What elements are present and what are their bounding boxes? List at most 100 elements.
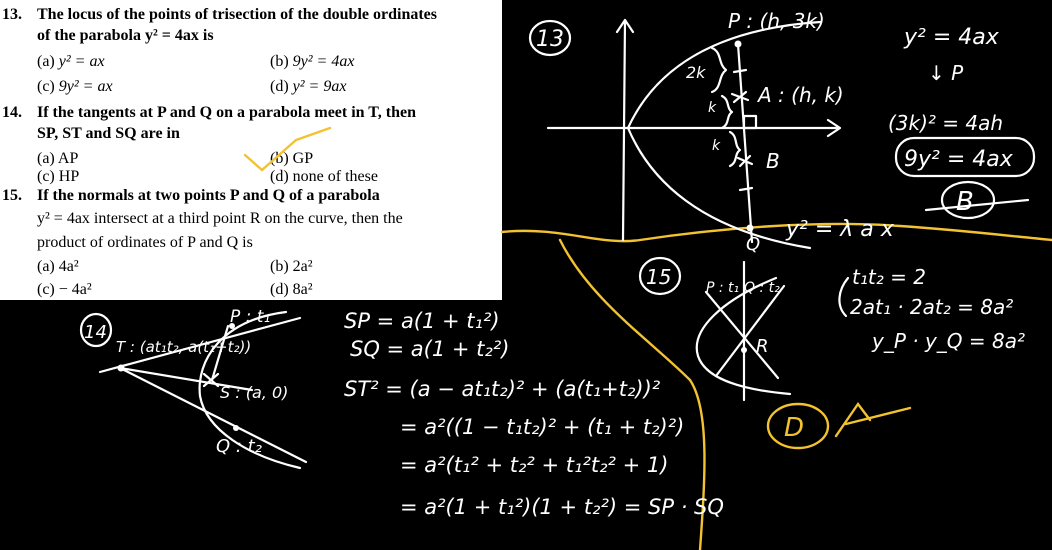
option-text: AP — [57, 150, 79, 167]
option-key: (a) — [37, 150, 55, 167]
option-key: (d) — [270, 78, 289, 95]
q13-seg-k1: k — [708, 100, 717, 116]
q14-point-q-dot — [233, 425, 239, 431]
option-key: (a) — [37, 53, 55, 70]
q14-work-line5: = a²(t₁² + t₂² + t₁²t₂² + 1) — [400, 453, 668, 477]
question-panel: 13. The locus of the points of trisectio… — [0, 0, 502, 300]
q14-point-t-label: T : (at₁t₂, a(t₁+t₂)) — [116, 338, 251, 356]
q14-focus-mark — [202, 372, 220, 388]
q13-option-d: (d) y² = 9ax — [270, 78, 346, 96]
answer-check-mark — [243, 126, 332, 172]
q15-label-circle — [638, 256, 682, 296]
q14-tangent-p — [98, 316, 302, 374]
option-text: 8a² — [292, 281, 313, 298]
q13-y-axis — [615, 18, 635, 242]
q13-right-angle-mark — [742, 114, 758, 130]
q13-seg-k2: k — [712, 138, 721, 154]
q15-normal-p — [704, 290, 780, 380]
q14-work-line6: = a²(1 + t₁²)(1 + t₂²) = SP · SQ — [400, 495, 724, 519]
option-key: (c) — [37, 281, 55, 298]
q15-number: 15. — [2, 187, 22, 204]
q13-result-box — [894, 136, 1036, 178]
q14-option-d: (d) none of these — [270, 168, 378, 186]
q15-label: 15 — [646, 265, 671, 289]
q15-option-a: (a) 4a² — [37, 258, 79, 276]
q14-label-circle — [79, 312, 113, 348]
option-text: − 4a² — [58, 281, 92, 298]
q13-derive-line3: (3k)² = 4ah — [888, 111, 1003, 135]
q13-parabola — [626, 20, 822, 250]
q15-point-r-label: R — [756, 336, 769, 357]
option-key: (d) — [270, 281, 289, 298]
q15-point-r-dot — [741, 347, 747, 353]
q15-point-p-label: P : t₁ — [706, 280, 739, 296]
option-key: (a) — [37, 258, 55, 275]
q14-tangent-q — [118, 366, 308, 464]
q15-point-q-label: Q : t₂ — [744, 280, 780, 296]
q15-answer-tick — [834, 401, 912, 438]
q14-chord-ps — [210, 324, 230, 382]
q13-stem-line1: The locus of the points of trisection of… — [37, 6, 437, 23]
q14-work-line1: SP = a(1 + t₁²) — [344, 309, 500, 333]
q13-trisection-mark-a — [730, 90, 750, 104]
q13-trisection-mark-b — [736, 154, 754, 168]
q13-point-p-label: P : (h, 3k) — [728, 9, 825, 33]
q13-derive-line1: y² = 4ax — [903, 25, 1000, 50]
q15-answer-circle — [766, 402, 830, 450]
q14-option-a: (a) AP — [37, 150, 78, 168]
q13-option-c: (c) 9y² = ax — [37, 78, 113, 96]
q13-number: 13. — [2, 6, 22, 23]
q15-parabola — [695, 276, 792, 396]
q13-double-ordinate — [736, 42, 754, 244]
section-divider — [500, 222, 1052, 550]
q15-option-d: (d) 8a² — [270, 281, 313, 299]
q14-line-ts — [118, 366, 254, 392]
option-key: (c) — [37, 168, 55, 185]
q13-point-q-dot — [746, 224, 754, 232]
option-key: (b) — [270, 258, 289, 275]
q13-answer: B — [956, 187, 974, 217]
q13-seg-2k: 2k — [686, 63, 706, 82]
q14-point-p-label: P : t₁ — [230, 307, 270, 327]
q15-work-line1: t₁t₂ = 2 — [852, 265, 926, 289]
option-text: HP — [58, 168, 80, 185]
q14-option-c: (c) HP — [37, 168, 79, 186]
q14-stem-line1: If the tangents at P and Q on a parabola… — [37, 104, 416, 121]
q14-stem-line2: SP, ST and SQ are in — [37, 125, 180, 142]
q14-option-b: (b) GP — [270, 150, 313, 168]
q14-work-line3: ST² = (a − at₁t₂)² + (a(t₁+t₂))² — [344, 377, 661, 401]
q14-point-t-dot — [117, 364, 125, 372]
q15-work-line3: y_P · y_Q = 8a² — [871, 329, 1025, 353]
q15-option-b: (b) 2a² — [270, 258, 313, 276]
option-text: none of these — [292, 168, 378, 185]
option-key: (c) — [37, 78, 55, 95]
q15-brace — [838, 276, 850, 318]
option-text: 9y² = 4ax — [292, 53, 355, 70]
option-key: (d) — [270, 168, 289, 185]
option-text: 4a² — [58, 258, 79, 275]
q13-brace-k1 — [720, 94, 734, 130]
q15-normal-q — [714, 284, 786, 378]
q14-point-q-label: Q : t₂ — [216, 436, 262, 457]
q15-work-line2: 2at₁ · 2at₂ = 8a² — [850, 295, 1013, 319]
q14-point-p-dot — [229, 323, 235, 329]
q13-curve-equation: y² = λ a x — [785, 217, 895, 242]
q13-tick-marks — [732, 68, 754, 192]
option-text: y² = ax — [58, 53, 105, 70]
q14-work-line2: SQ = a(1 + t₂²) — [350, 337, 509, 361]
option-text: 2a² — [292, 258, 313, 275]
q15-stem-line2: y² = 4ax intersect at a third point R on… — [37, 210, 403, 227]
q15-answer: D — [784, 413, 804, 443]
q15-stem-line3: product of ordinates of P and Q is — [37, 234, 253, 251]
q14-label: 14 — [84, 322, 107, 343]
q13-brace-k2 — [728, 130, 742, 168]
q13-answer-underline — [924, 198, 1030, 212]
option-key: (b) — [270, 150, 289, 167]
q13-x-axis — [546, 118, 842, 138]
q13-label: 13 — [536, 27, 564, 52]
q13-answer-circle — [940, 180, 996, 220]
q13-point-a-label: A : (h, k) — [756, 83, 844, 107]
q13-option-b: (b) 9y² = 4ax — [270, 53, 354, 71]
option-key: (b) — [270, 53, 289, 70]
